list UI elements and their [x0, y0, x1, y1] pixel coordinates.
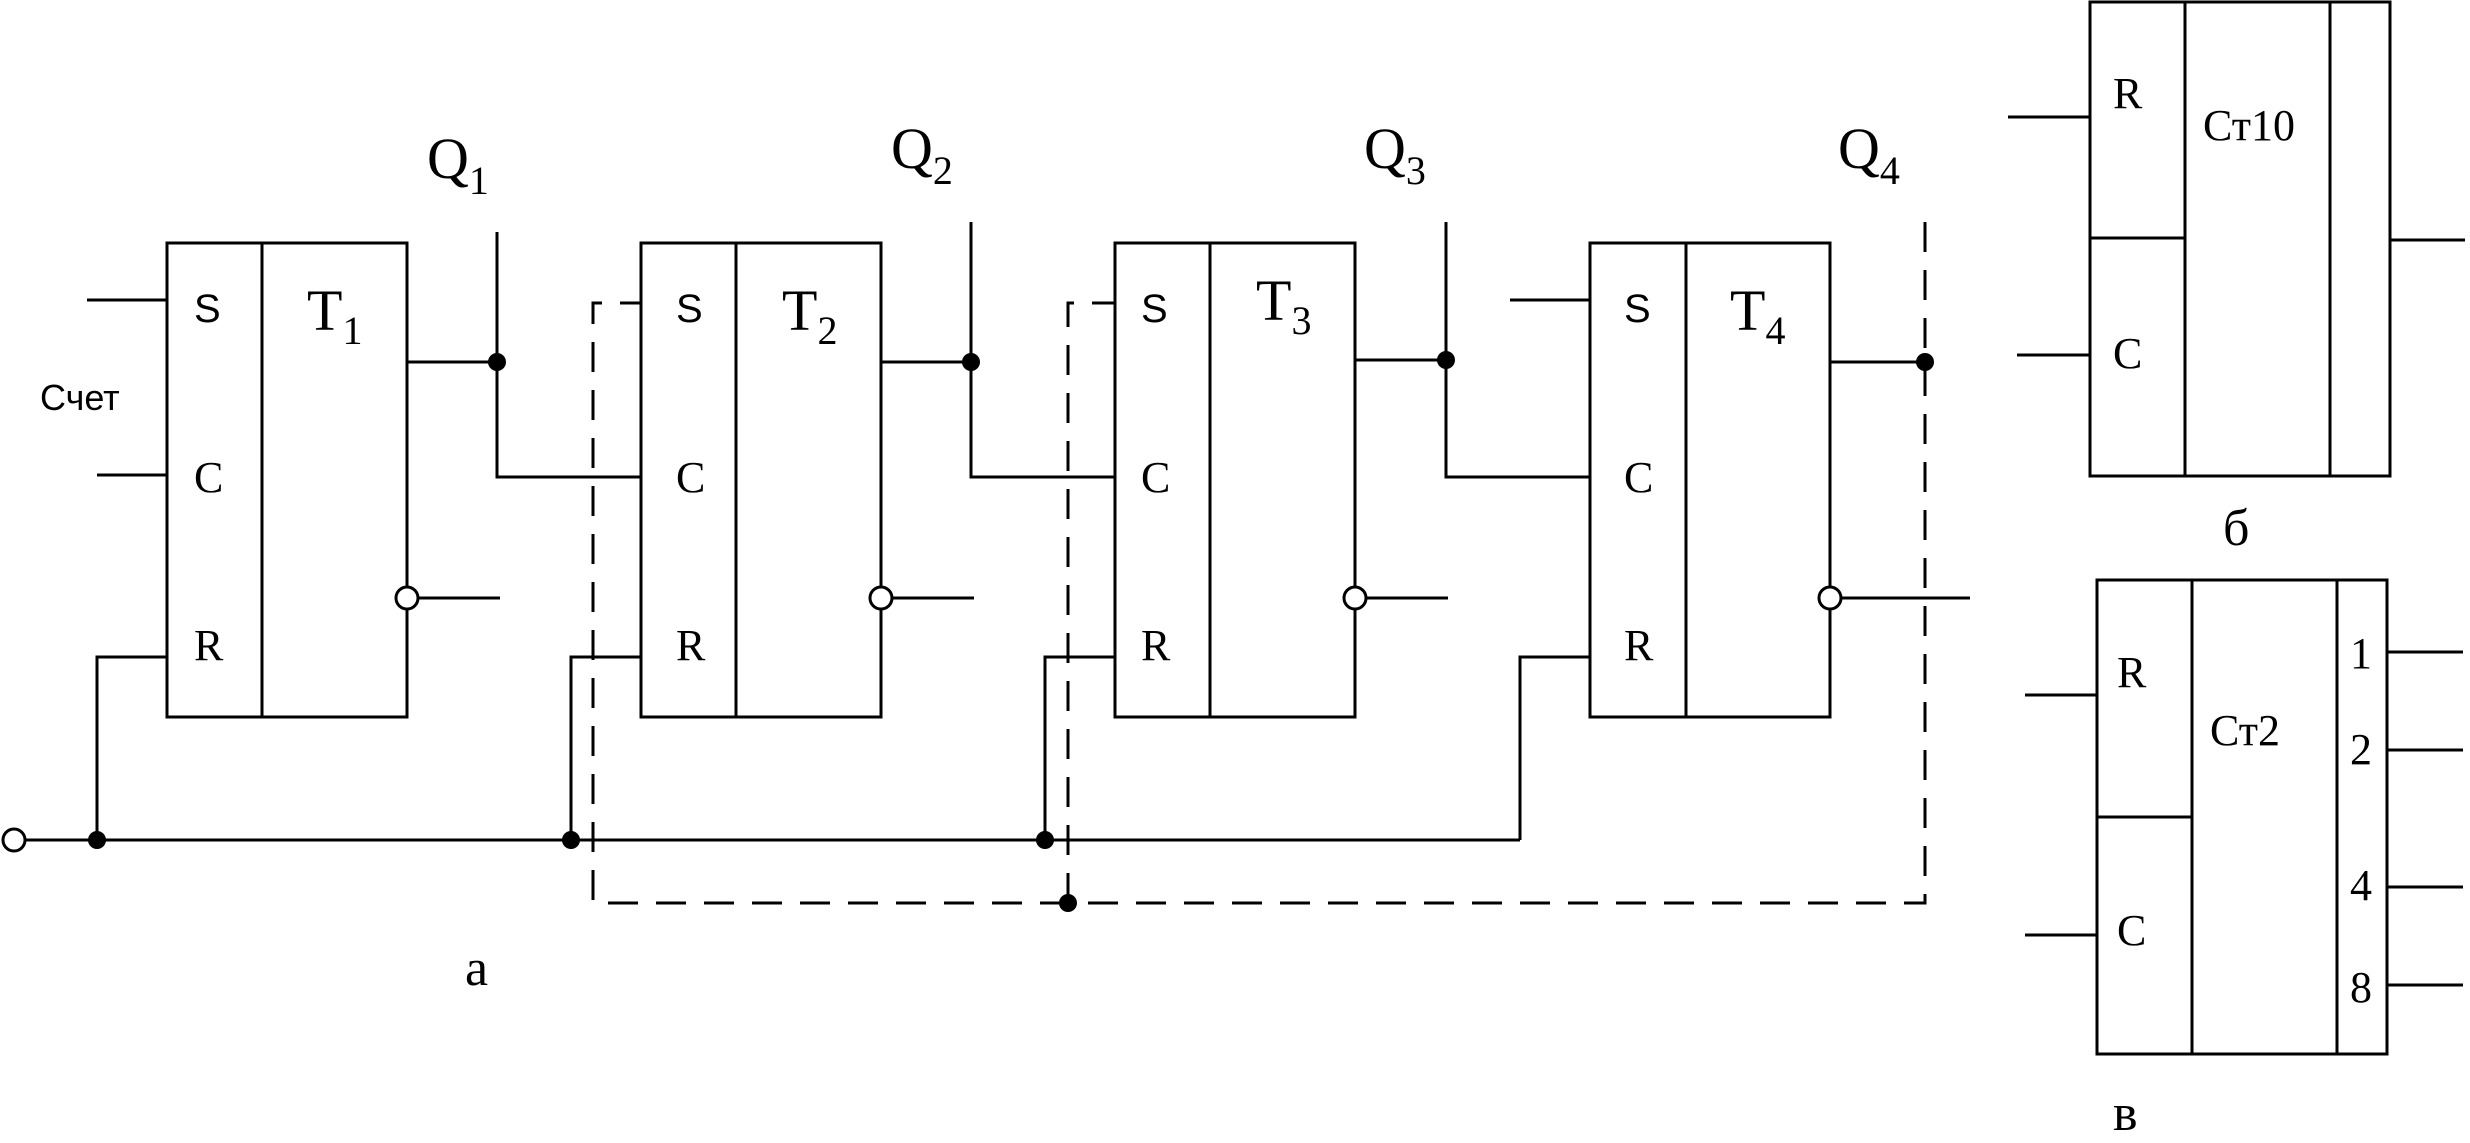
figure-a: S C R T1 Счет Q1 S C R T2 [1, 116, 1970, 997]
reset-wire-t2 [569, 655, 641, 840]
q2-to-c3 [969, 362, 1115, 479]
inverted-output-bubble [1342, 585, 1368, 611]
ct2-pin-r-label: R [2117, 648, 2147, 697]
pin-s-label: S [1141, 287, 1168, 331]
trigger-t1: S C R T1 [165, 241, 409, 719]
feedback-dashed-loop [591, 222, 1927, 905]
q1-to-c2 [495, 362, 641, 479]
reset-wire-t3 [1043, 655, 1115, 840]
junction-dot [1059, 894, 1077, 912]
ct10-pin-c-label: C [2113, 329, 2142, 378]
trigger-body [1588, 241, 1832, 719]
pin-s-label: S [676, 287, 703, 331]
trigger-body [639, 241, 883, 719]
ct10-title: Ст10 [2203, 101, 2295, 150]
q3-to-c4 [1444, 360, 1590, 479]
trigger-body [1113, 241, 1357, 719]
count-input-label: Счет [40, 377, 120, 418]
ct2-output-1-label: 1 [2350, 629, 2372, 678]
reset-wire-t1 [95, 655, 167, 840]
pin-r-label: R [676, 621, 706, 670]
ct10-pin-r-label: R [2113, 69, 2143, 118]
trigger-t4: S C R T4 [1588, 241, 1832, 719]
trigger-t2: S C R T2 [639, 241, 883, 719]
output-q4-label: Q4 [1838, 116, 1900, 193]
pin-c-label: C [1624, 453, 1653, 502]
pin-c-label: C [676, 453, 705, 502]
trigger-name: T3 [1256, 268, 1311, 343]
output-q1-label: Q1 [427, 126, 489, 203]
inverted-output-bubble [394, 585, 420, 611]
pin-s-label: S [194, 287, 221, 331]
pin-r-label: R [1141, 621, 1171, 670]
pin-s-label: S [1624, 287, 1651, 331]
trigger-name: T2 [782, 278, 837, 353]
ct2-title: Ст2 [2210, 706, 2280, 755]
output-q3-label: Q3 [1364, 116, 1426, 193]
trigger-t3: S C R T3 [1113, 241, 1357, 719]
inverted-output-bubble [1817, 585, 1843, 611]
ct2-output-4-label: 4 [2350, 861, 2372, 910]
figure-c-caption: в [2113, 1085, 2138, 1142]
input-terminal [1, 827, 27, 853]
feedback-dashed-branch [1066, 301, 1115, 903]
figure-b: R C Ст10 б [2008, 0, 2465, 557]
ct2-output-8-label: 8 [2350, 963, 2372, 1012]
trigger-name: T4 [1730, 278, 1785, 353]
figure-a-caption: а [465, 940, 488, 997]
ct2-pin-c-label: C [2117, 906, 2146, 955]
junction-dot [1916, 353, 1934, 371]
pin-c-label: C [1141, 453, 1170, 502]
pin-r-label: R [194, 621, 224, 670]
reset-wire-t4 [1518, 655, 1590, 840]
ct2-output-2-label: 2 [2350, 725, 2372, 774]
figure-b-caption: б [2223, 500, 2249, 557]
figure-c: R C Ст2 1 2 4 8 в [2025, 578, 2463, 1142]
trigger-name: T1 [307, 278, 362, 353]
pin-r-label: R [1624, 621, 1654, 670]
trigger-body [165, 241, 409, 719]
pin-c-label: C [194, 453, 223, 502]
output-q2-label: Q2 [891, 116, 953, 193]
inverted-output-bubble [868, 585, 894, 611]
